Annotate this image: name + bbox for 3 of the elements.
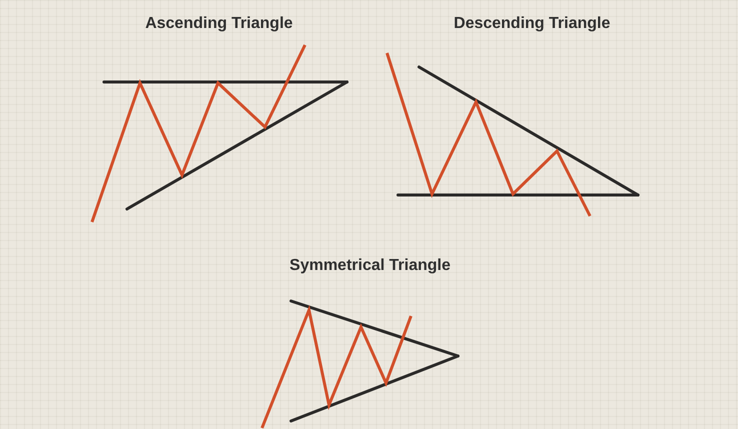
pattern-title: Symmetrical Triangle — [290, 256, 450, 276]
pattern-title: Ascending Triangle — [145, 14, 293, 34]
pattern-title: Descending Triangle — [454, 14, 610, 34]
